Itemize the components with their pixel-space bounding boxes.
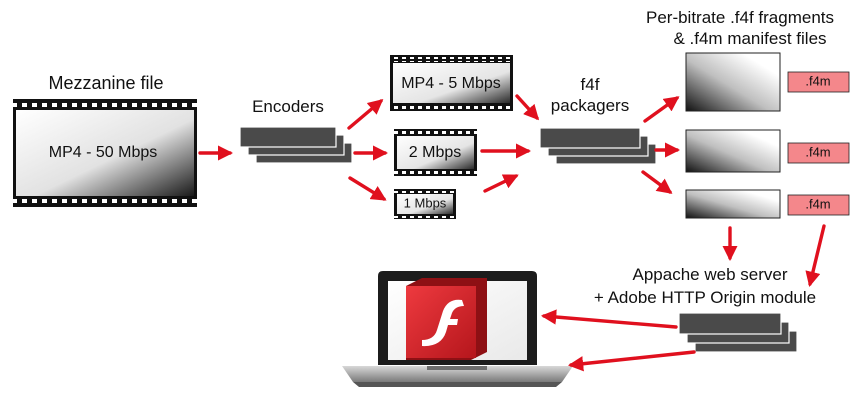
arrow-1mbps-to-packagers <box>483 174 519 193</box>
arrow-server-to-laptop-lower <box>567 350 696 372</box>
manifest-label: .f4m <box>805 144 830 159</box>
manifest-files: .f4m .f4m .f4m <box>787 71 850 216</box>
packagers-label-line1: f4f <box>580 75 600 94</box>
mezzanine-label: Mezzanine file <box>48 73 164 93</box>
arrow-encoders-to-5mbps <box>347 99 384 130</box>
fragment-box-mid <box>685 129 781 173</box>
film-1mbps-label: 1 Mbps <box>404 195 447 210</box>
film-5mbps-label: MP4 - 5 Mbps <box>401 75 501 92</box>
arrow-encoders-to-1mbps <box>348 176 387 201</box>
mezzanine-film-label: MP4 - 50 Mbps <box>49 144 157 161</box>
manifest-badge <box>787 71 850 93</box>
mezzanine-film: MP4 - 50 Mbps <box>13 99 197 207</box>
fragments-label-line2: & .f4m manifest files <box>673 29 827 48</box>
packagers-stack <box>539 127 657 165</box>
film-1mbps: 1 Mbps <box>394 189 456 219</box>
manifest-label: .f4m <box>805 196 830 211</box>
server-stack <box>678 312 798 353</box>
film-5mbps: MP4 - 5 Mbps <box>390 55 513 111</box>
manifest-badge <box>787 142 850 164</box>
film-2mbps: 2 Mbps <box>394 129 477 176</box>
flow-arrows <box>198 94 826 372</box>
flash-player-icon <box>406 278 487 360</box>
film-2mbps-label: 2 Mbps <box>409 144 461 161</box>
server-label-line1: Appache web server <box>632 265 788 284</box>
arrow-packagers-to-low <box>641 170 673 194</box>
server-label-line2: + Adobe HTTP Origin module <box>593 288 817 307</box>
arrow-5mbps-to-packagers <box>515 94 540 121</box>
arrow-manifests-to-server <box>805 224 826 287</box>
manifest-label: .f4m <box>805 73 830 88</box>
fragment-files <box>685 52 781 219</box>
arrow-server-to-laptop-upper <box>540 309 678 329</box>
fragments-label-line1: Per-bitrate .f4f fragments <box>645 8 835 27</box>
manifest-badge <box>787 194 850 216</box>
encoders-stack <box>239 126 353 164</box>
arrow-packagers-to-high <box>643 96 680 123</box>
encoders-label: Encoders <box>252 97 324 116</box>
fragment-box-high <box>685 52 781 112</box>
fragment-box-low <box>685 189 781 219</box>
packagers-label-line2: packagers <box>550 96 630 115</box>
